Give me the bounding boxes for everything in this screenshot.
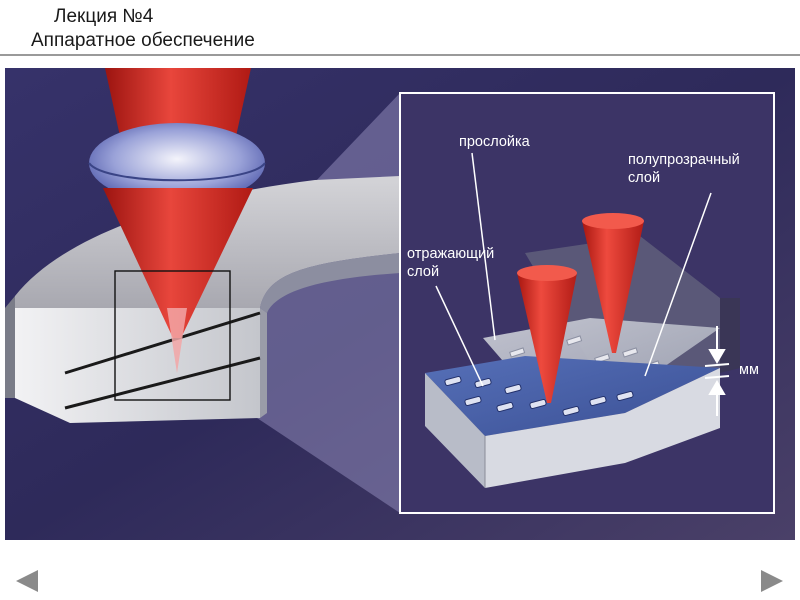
disk-layer-line-1	[64, 311, 261, 375]
zoom-beam-2-top	[582, 213, 644, 229]
focusing-lens	[89, 123, 265, 203]
label-semitransparent-line1: полупрозрачный	[628, 152, 740, 168]
dvd-layer-illustration: прослойка полупрозрачный слой отражающий…	[5, 68, 795, 540]
disk-left-end	[5, 296, 15, 398]
substrate-left-face	[425, 373, 485, 488]
zoom-beam-1-top	[517, 265, 577, 281]
disk-hole-edge	[260, 253, 400, 313]
zoom-beam-1	[517, 273, 577, 403]
mm-dimension-marker	[704, 326, 730, 416]
prev-slide-icon[interactable]	[16, 570, 38, 592]
leader-semitransparent	[644, 192, 712, 377]
slide-header: Лекция №4 Аппаратное обеспечение	[0, 0, 800, 56]
block-back-side	[720, 298, 740, 373]
laser-beam-lower	[103, 188, 253, 338]
disk-inner-side	[260, 308, 267, 418]
lecture-subtitle: Аппаратное обеспечение	[31, 30, 255, 51]
leader-reflective	[435, 285, 484, 387]
label-interlayer: прослойка	[459, 134, 530, 150]
disk-front-side	[15, 308, 260, 423]
label-semitransparent-line2: слой	[628, 170, 661, 186]
lecture-title: Лекция №4	[54, 6, 154, 27]
reflective-layer-top	[425, 356, 720, 436]
illustration-graphic	[5, 68, 795, 540]
leader-interlayer	[471, 152, 496, 341]
header-divider	[0, 54, 800, 56]
lens-rim	[88, 162, 266, 182]
zoom-beam-2	[582, 221, 644, 353]
laser-focus-point	[167, 308, 187, 373]
next-slide-icon[interactable]	[761, 570, 783, 592]
magnifier-box	[114, 270, 231, 401]
label-mm: мм	[739, 362, 759, 378]
substrate-front-face	[485, 368, 720, 488]
disk-layer-line-2	[64, 356, 261, 410]
reflective-layer-pits	[444, 375, 634, 417]
label-reflective-line2: слой	[407, 264, 440, 280]
label-reflective-line1: отражающий	[407, 246, 495, 262]
